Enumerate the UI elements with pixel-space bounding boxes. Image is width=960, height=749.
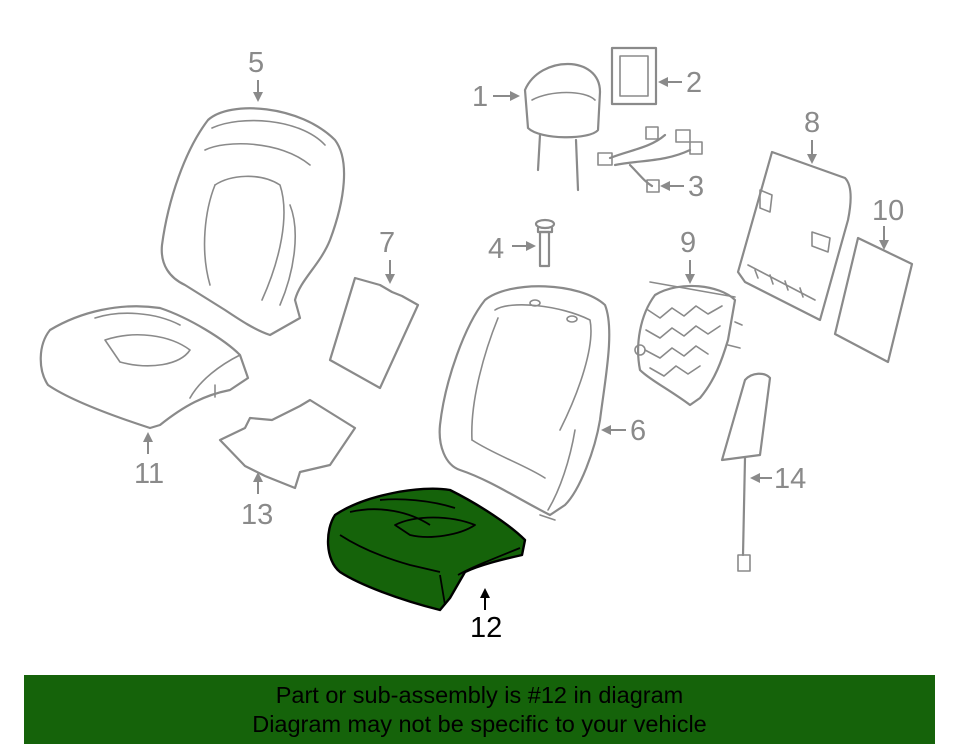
seat-parts-diagram: 5 11 7 13 1: [39, 46, 914, 644]
callout-3: 3: [660, 171, 704, 203]
callout-12: 12: [470, 588, 502, 644]
part-1-headrest[interactable]: [523, 62, 602, 192]
callout-7: 7: [379, 227, 395, 284]
svg-text:14: 14: [774, 463, 806, 495]
part-6-seatback-frame[interactable]: [438, 285, 611, 521]
part-13-cushion-pad[interactable]: [218, 398, 357, 490]
part-8-back-board[interactable]: [736, 150, 852, 322]
part-3-wire-harness[interactable]: [597, 126, 703, 193]
part-11-cushion-cover[interactable]: [39, 305, 250, 430]
svg-text:9: 9: [680, 227, 696, 259]
svg-text:10: 10: [872, 195, 904, 227]
callout-5: 5: [248, 47, 264, 102]
svg-text:5: 5: [248, 47, 264, 79]
callout-14: 14: [750, 463, 806, 495]
part-12-cushion-highlighted[interactable]: [326, 487, 527, 612]
callout-6: 6: [601, 415, 646, 447]
callout-2: 2: [658, 67, 702, 99]
part-7-pad[interactable]: [328, 276, 420, 390]
callout-9: 9: [680, 227, 696, 284]
callout-11: 11: [134, 432, 164, 490]
part-2-module[interactable]: [610, 46, 658, 106]
callout-8: 8: [804, 107, 820, 164]
svg-text:12: 12: [470, 612, 502, 644]
part-9-spring-mat[interactable]: [634, 281, 743, 407]
part-10-panel[interactable]: [833, 236, 914, 364]
svg-text:4: 4: [488, 233, 504, 265]
callout-4: 4: [488, 233, 536, 265]
part-14-side-airbag[interactable]: [720, 372, 772, 572]
info-banner: Part or sub-assembly is #12 in diagram D…: [24, 675, 935, 744]
callout-13: 13: [241, 472, 273, 531]
svg-text:7: 7: [379, 227, 395, 259]
svg-text:11: 11: [134, 458, 164, 490]
banner-line-part-number: Part or sub-assembly is #12 in diagram: [275, 682, 684, 708]
svg-text:1: 1: [472, 81, 488, 113]
callout-1: 1: [472, 81, 520, 113]
svg-text:3: 3: [688, 171, 704, 203]
part-5-seatback-cover[interactable]: [160, 107, 346, 337]
svg-text:8: 8: [804, 107, 820, 139]
banner-line-disclaimer: Diagram may not be specific to your vehi…: [252, 711, 707, 737]
svg-text:2: 2: [686, 67, 702, 99]
svg-text:13: 13: [241, 499, 273, 531]
part-4-bolt[interactable]: [534, 218, 556, 268]
callout-10: 10: [872, 195, 904, 250]
svg-text:6: 6: [630, 415, 646, 447]
